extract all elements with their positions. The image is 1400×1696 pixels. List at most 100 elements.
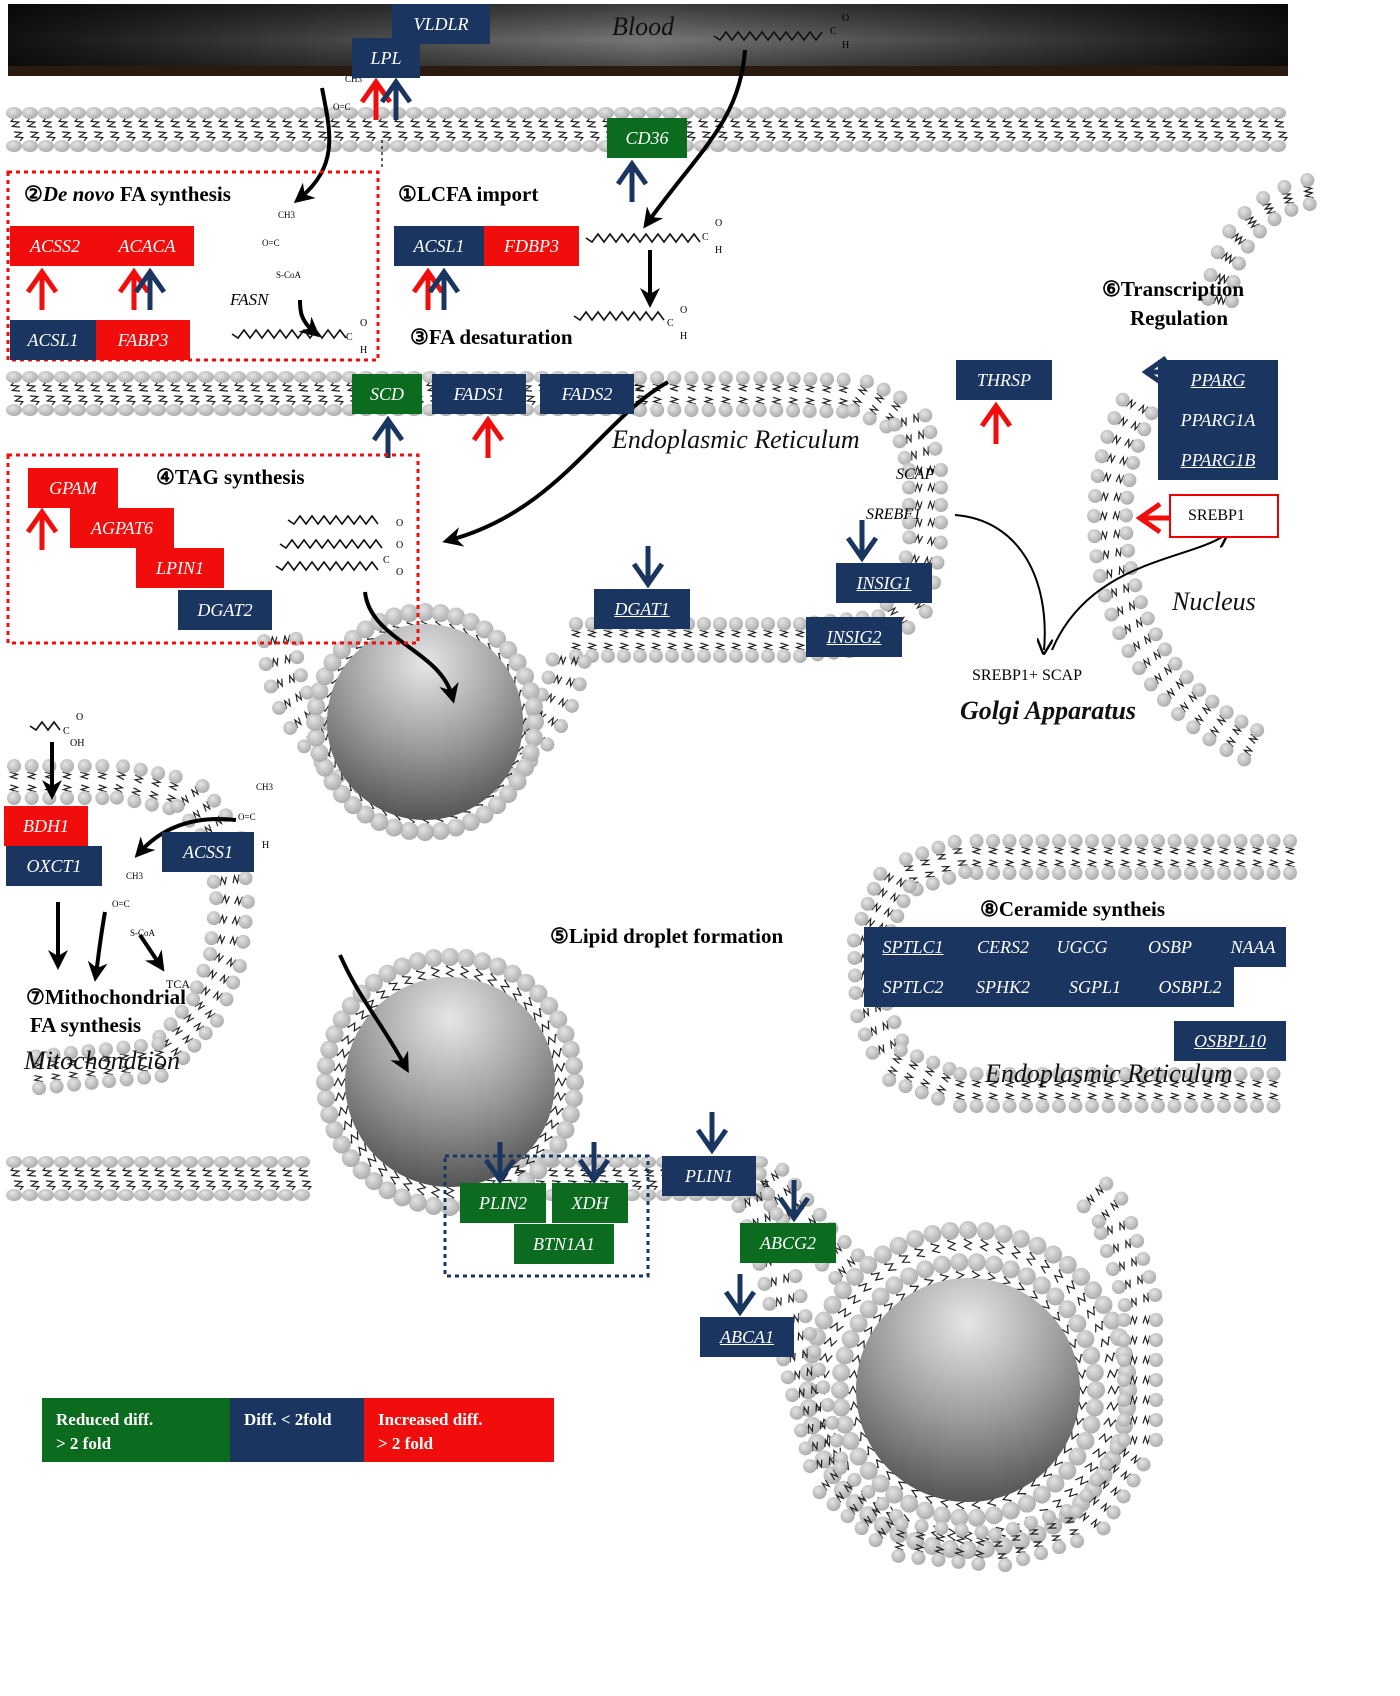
arrow-fasn bbox=[298, 299, 321, 338]
fa-tag-1 bbox=[287, 514, 379, 526]
arrow-lpl-to-denovo bbox=[293, 87, 332, 204]
droplet-1-coat bbox=[306, 603, 544, 841]
arrow-gpam-up bbox=[25, 507, 59, 550]
chem-scoa-denovo: S-CoA bbox=[276, 270, 302, 280]
golgi-label: Golgi Apparatus bbox=[960, 696, 1137, 725]
gene-plin1: PLIN1 bbox=[662, 1156, 756, 1196]
secreted-droplet bbox=[856, 1278, 1080, 1502]
arrow-insig1-down bbox=[845, 520, 879, 563]
gene-ppargc1b: PPARG1B bbox=[1158, 440, 1278, 480]
gene-acss2: ACSS2 bbox=[10, 226, 100, 266]
chem-h-denovo: H bbox=[360, 345, 368, 356]
section-denovo: ②De novo FA synthesis bbox=[24, 182, 231, 207]
section-denovo-italic: De novo bbox=[42, 182, 115, 206]
gene-dgat2: DGAT2 bbox=[178, 590, 272, 630]
gene-vldlr: VLDLR bbox=[392, 4, 490, 44]
gene-sphk2: SPHK2 bbox=[962, 967, 1044, 1007]
chem-scoa-mito2: S-CoA bbox=[130, 928, 156, 938]
arrow-droplet-2 bbox=[338, 954, 409, 1074]
fa-blood bbox=[713, 30, 823, 42]
arrow-acsl1-up-navy bbox=[427, 267, 461, 310]
chem-o-tag3: O bbox=[396, 567, 404, 578]
arrow-abca1-down bbox=[723, 1274, 757, 1317]
chem-ch3-mito1: CH3 bbox=[256, 782, 274, 792]
scap-label: SCAP bbox=[896, 466, 935, 483]
chem-h-blood: H bbox=[842, 40, 850, 51]
arrow-fads1-up bbox=[471, 415, 505, 458]
gene-ugcg: UGCG bbox=[1044, 927, 1120, 967]
lipid-droplets bbox=[327, 624, 1080, 1502]
gene-acaca: ACACA bbox=[100, 226, 194, 266]
lipid-droplet-1 bbox=[327, 624, 523, 820]
gene-osbpl10: OSBPL10 bbox=[1174, 1021, 1286, 1061]
gene-oxct1: OXCT1 bbox=[6, 846, 102, 886]
arrow-er-to-tag bbox=[442, 380, 669, 547]
membranes bbox=[6, 107, 1317, 1573]
chem-h-lcfa1: H bbox=[715, 245, 723, 256]
chem-o-tag2: O bbox=[396, 540, 404, 551]
gene-xdh: XDH bbox=[552, 1183, 628, 1223]
gene-gpam: GPAM bbox=[28, 468, 118, 508]
arrow-dgat1-down bbox=[631, 546, 665, 589]
arrow-scd-up bbox=[371, 415, 405, 458]
gene-abca1: ABCA1 bbox=[700, 1317, 794, 1357]
er-bottom-label: Endoplasmic Reticulum bbox=[985, 1059, 1233, 1088]
section-denovo-rest: FA synthesis bbox=[114, 182, 231, 206]
chem-ch3-mito2: CH3 bbox=[126, 871, 144, 881]
fasn-label: FASN bbox=[230, 290, 269, 309]
gene-naaa: NAAA bbox=[1220, 927, 1286, 967]
gene-acsl1-denovo: ACSL1 bbox=[10, 320, 96, 360]
fatty-acid-chains bbox=[29, 30, 823, 732]
chem-o-lcfa1: O bbox=[715, 218, 723, 229]
gene-sptlc1: SPTLC1 bbox=[864, 927, 962, 967]
fa-lcfa-1 bbox=[585, 232, 701, 244]
arrow-mito-out-2 bbox=[87, 911, 108, 982]
nuclear-envelope bbox=[1087, 392, 1265, 767]
chem-o-mito: O bbox=[76, 712, 84, 723]
gene-dgat1: DGAT1 bbox=[594, 589, 690, 629]
chem-o-denovo: O bbox=[360, 318, 368, 329]
gene-sgpl1: SGPL1 bbox=[1044, 967, 1146, 1007]
section-mito-2: FA synthesis bbox=[30, 1013, 142, 1037]
section-mito-1: ⑦Mithochondrial bbox=[26, 985, 187, 1009]
arrow-acaca-up-navy bbox=[133, 267, 167, 310]
chem-oc-mito1: O=C bbox=[238, 812, 256, 822]
chem-c-blood: C bbox=[830, 26, 837, 37]
gene-plin2: PLIN2 bbox=[460, 1183, 546, 1223]
gene-fdbp3: FDBP3 bbox=[484, 226, 579, 266]
gene-scd: SCD bbox=[352, 374, 422, 414]
gene-osbp: OSBP bbox=[1120, 927, 1220, 967]
fa-mito bbox=[29, 720, 61, 732]
blood-label: Blood bbox=[612, 12, 675, 41]
legend-increased-line1: Increased diff. bbox=[378, 1410, 483, 1429]
arrow-acss2-up bbox=[25, 267, 59, 310]
gene-agpat6: AGPAT6 bbox=[70, 508, 174, 548]
arrow-lpl-up-navy bbox=[379, 77, 413, 120]
arrow-thrsp-up bbox=[979, 401, 1013, 444]
gene-abcg2: ABCG2 bbox=[740, 1223, 836, 1263]
gene-insig2: INSIG2 bbox=[806, 617, 902, 657]
chem-h-mito1: H bbox=[262, 840, 270, 851]
legend-reduced-line2: > 2 fold bbox=[56, 1434, 112, 1453]
arrow-abcg2-down bbox=[777, 1180, 811, 1223]
legend-increased: Increased diff. > 2 fold bbox=[364, 1398, 554, 1462]
chem-o-tag1: O bbox=[396, 518, 404, 529]
gene-bdh1: BDH1 bbox=[4, 806, 88, 846]
srebp1-label: SREBP1 bbox=[1188, 507, 1245, 524]
gene-pparg: PPARG bbox=[1158, 360, 1278, 400]
er-top-label: Endoplasmic Reticulum bbox=[612, 425, 860, 454]
section-lipid-droplet: ⑤Lipid droplet formation bbox=[550, 924, 784, 948]
section-ceramide: ⑧Ceramide syntheis bbox=[980, 897, 1166, 921]
chem-c-denovo: C bbox=[346, 332, 353, 343]
arrow-xdh-down bbox=[577, 1142, 611, 1185]
section-desaturation: ③FA desaturation bbox=[410, 325, 573, 349]
gene-cd36: CD36 bbox=[607, 118, 687, 158]
chem-c-lcfa1: C bbox=[702, 232, 709, 243]
section-denovo-num: ② bbox=[24, 182, 43, 206]
gene-acsl1-lcfa: ACSL1 bbox=[394, 226, 484, 266]
section-transcription-1: ⑥Transcription bbox=[1102, 277, 1245, 301]
gene-btn1a1: BTN1A1 bbox=[514, 1224, 614, 1264]
srebf1-label: SREBF1 bbox=[866, 506, 922, 523]
chem-h-lcfa2: H bbox=[680, 331, 688, 342]
chem-oc-mito2: O=C bbox=[112, 899, 130, 909]
